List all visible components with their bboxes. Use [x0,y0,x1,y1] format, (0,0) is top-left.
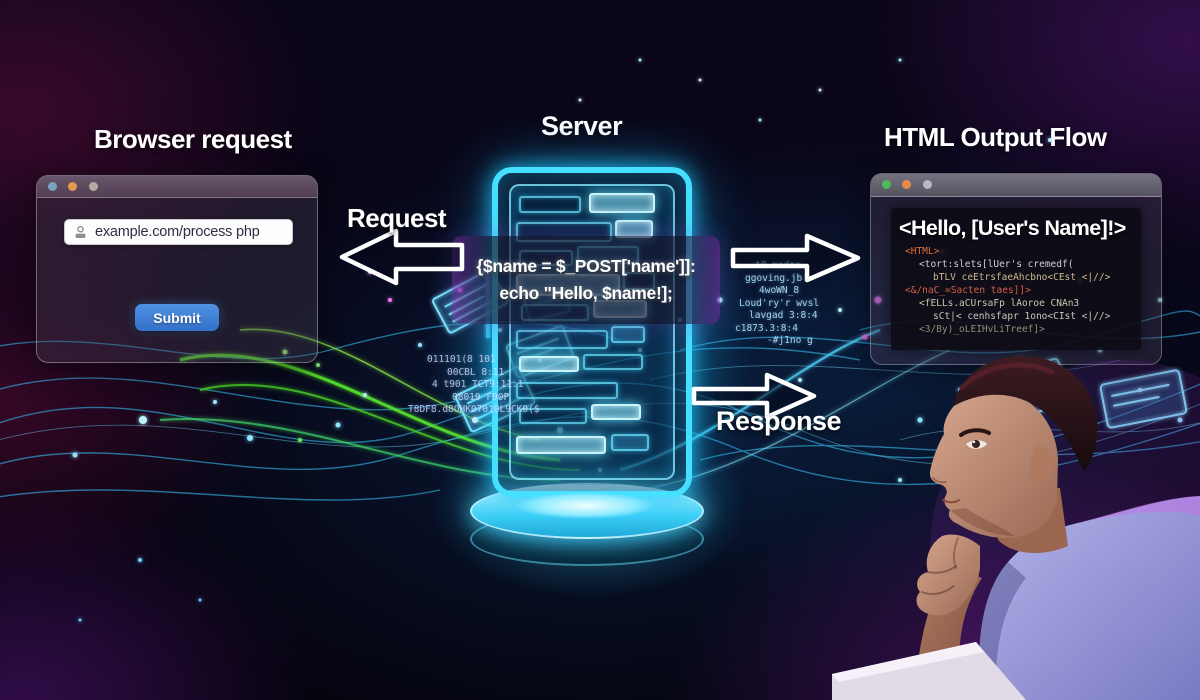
window-dot-green[interactable] [882,180,891,189]
data-stream-text-right: t8 modoo ggoving.jb 4woWN_8 Loud'ry'r wv… [735,260,820,346]
server-tower [492,167,692,497]
server-title: Server [541,111,623,141]
server-rack-row [516,436,606,454]
eyebrow [959,428,991,437]
output-code-line: <&/naC_=Sacten taes]]> [905,285,1031,296]
window-dot-orange[interactable] [902,180,912,189]
hair-highlight [959,362,1055,391]
php-code-overlay: {$name = $_POST['name']]: echo "Hello, $… [452,236,720,324]
laptop-lid [832,642,1026,700]
window-controls [48,182,105,191]
server-rack-row [589,193,655,213]
server-rack-row [583,354,643,370]
window-dot-gray[interactable] [88,182,98,191]
mouth [942,499,960,504]
jaw-shadow [950,508,1015,536]
window-dot-blue[interactable] [48,182,57,191]
window-controls [882,180,939,189]
browser-window: example.com/process php Submit [36,175,318,363]
output-code-line: <tort:slets[lUer's cremedf( [919,259,1074,270]
response-label: Response [716,406,842,436]
user-icon [75,225,86,238]
window-dot-orange[interactable] [68,182,78,191]
browser-titlebar [37,176,317,198]
output-code-line: <fELLs.aCUrsaFp lAoroe CNAn3 [919,298,1080,309]
php-code-line: echo "Hello, $name!]; [499,283,673,303]
output-heading: <Hello, [User's Name]!> [899,216,1126,240]
window-dot-gray[interactable] [922,180,932,189]
server-rack-row [516,330,608,349]
output-code-line: <3/By)_oLEIHvLiTreef]> [919,324,1045,335]
output-titlebar [871,174,1161,197]
output-code-line: <HTML> [905,246,940,257]
data-stream-text-left: 011101(8 101 00CBL 8:11 4 t901 TCT9:11:1… [408,354,540,415]
nose-shadow [932,477,947,484]
pedestal-core-light [515,492,655,519]
server-rack-row [519,408,587,424]
server-rack-row [519,356,579,372]
output-window: <Hello, [User's Name]!> <HTML> <tort:sle… [870,173,1162,365]
shirt-rim-light [1082,496,1200,522]
index-finger [952,537,959,569]
ear [1030,446,1053,482]
server-rack-row [516,382,618,399]
person-thinking [832,356,1200,700]
hair [954,356,1098,472]
url-text: example.com/process php [95,224,260,240]
submit-button[interactable]: Submit [135,304,219,331]
server-rack-row [611,434,649,451]
output-code-line: sCt|< cenhsfapr 1ono<CIst <|//> [933,311,1111,322]
laptop-edge-highlight [832,642,984,682]
browser-request-title: Browser request [94,124,292,154]
server-rack-row [519,196,581,213]
finger-lines [921,565,957,595]
url-bar[interactable]: example.com/process php [64,219,293,245]
output-code-panel: <Hello, [User's Name]!> <HTML> <tort:sle… [891,208,1141,350]
hand [916,534,980,616]
face [929,390,1058,538]
server-rack-panel [509,184,675,480]
server-rack-row [611,326,645,343]
output-code-line: bTLV ceEtrsfaeAhcbno<CEst <|//> [933,272,1111,283]
server-rack-row [591,404,641,420]
php-code-line: {$name = $_POST['name']]: [476,256,696,276]
eye-highlight [972,440,976,444]
request-label: Request [347,203,447,233]
html-output-flow-title: HTML Output Flow [884,122,1107,152]
